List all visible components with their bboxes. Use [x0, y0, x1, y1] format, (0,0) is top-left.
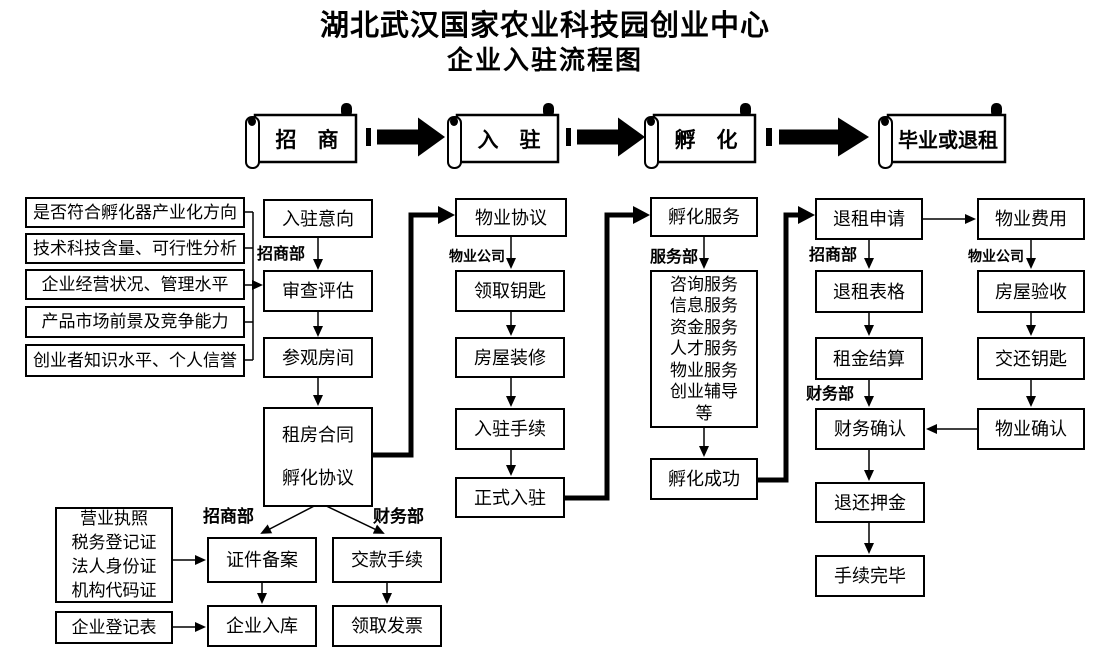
flow-box-contract: 租房合同 孵化协议 [263, 407, 373, 507]
flow-box-entry-intent: 入驻意向 [263, 199, 373, 238]
flow-box-get-keys: 领取钥匙 [455, 270, 565, 312]
phase-arrow-2 [566, 116, 646, 158]
flow-box-return-keys: 交还钥匙 [977, 337, 1085, 380]
flow-box-property-fee: 物业费用 [977, 198, 1085, 240]
phase-arrow-3 [766, 116, 870, 158]
flow-box-procedure-done: 手续完毕 [815, 555, 925, 597]
scroll-shape [447, 103, 560, 169]
flow-box-criteria-operation: 企业经营状况、管理水平 [25, 269, 245, 300]
elbow-checkin-to-incubation [565, 206, 650, 501]
dept-label-zhaoshangbu-main: 招商部 [257, 246, 306, 263]
page-title: 湖北武汉国家农业科技园创业中心 企业入驻流程图 [0, 8, 1090, 78]
phase-banner-biye: 毕业或退租 [877, 100, 1009, 170]
flow-box-lease-exit-form: 退租表格 [815, 270, 923, 313]
flow-box-house-inspection: 房屋验收 [977, 270, 1085, 313]
flow-box-rent-settlement: 租金结算 [815, 337, 923, 380]
flow-box-property-agreement: 物业协议 [455, 198, 567, 237]
flow-box-payment: 交款手续 [332, 537, 442, 583]
phase-banner-ruzhu: 入 驻 [446, 100, 562, 170]
scroll-shape [245, 103, 358, 169]
flow-box-cert-filing: 证件备案 [207, 537, 317, 583]
flow-box-renovation: 房屋装修 [455, 337, 565, 378]
dept-label-fuwubu: 服务部 [650, 249, 699, 266]
dept-label-zhaoshangbu-bottom: 招商部 [203, 507, 254, 526]
flow-box-invoice: 领取发票 [332, 605, 442, 647]
thin-connectors [173, 214, 1036, 632]
phase-arrow-1 [366, 116, 446, 158]
flow-box-property-confirm: 物业确认 [977, 408, 1085, 450]
page-title-line2: 企业入驻流程图 [446, 46, 643, 75]
phase-banner-zhaoshang: 招 商 [244, 100, 360, 170]
dept-label-wuye-gongsi-left: 物业公司 [449, 248, 505, 264]
flow-box-criteria-tech: 技术科技含量、可行性分析 [25, 233, 245, 264]
elbow-contract-to-property [373, 206, 455, 458]
flow-box-lease-exit-apply: 退租申请 [815, 198, 923, 240]
scroll-shape [644, 103, 757, 169]
flow-box-criteria-direction: 是否符合孵化器产业化方向 [25, 197, 245, 228]
dept-label-wuye-gongsi-right: 物业公司 [968, 248, 1024, 264]
dept-label-caiwubu-bottom: 财务部 [373, 507, 424, 526]
flow-box-documents: 营业执照 税务登记证 法人身份证 机构代码证 [55, 507, 173, 603]
page-title-line1: 湖北武汉国家农业科技园创业中心 [319, 10, 770, 42]
flow-box-company-db: 企业入库 [207, 605, 317, 647]
flow-box-deposit-refund: 退还押金 [815, 482, 925, 523]
phase-label: 入 驻 [477, 127, 541, 152]
flow-box-review: 审查评估 [263, 270, 373, 312]
flow-box-finance-confirm: 财务确认 [815, 408, 925, 450]
flow-box-criteria-market: 产品市场前景及竞争能力 [25, 306, 245, 338]
flow-box-reg-form: 企业登记表 [55, 611, 173, 644]
scroll-shape [878, 103, 1007, 169]
criteria-bracket [244, 211, 263, 361]
dept-label-caiwubu-exit: 财务部 [806, 386, 855, 403]
phase-banner-fuhua: 孵 化 [643, 100, 759, 170]
phase-label: 孵 化 [674, 127, 738, 152]
flow-box-incubation-success: 孵化成功 [650, 458, 758, 500]
flow-box-criteria-founder: 创业者知识水平、个人信誉 [25, 344, 245, 377]
phase-label: 招 商 [275, 127, 339, 152]
flow-box-official-checkin: 正式入驻 [455, 477, 565, 518]
thick-connectors [373, 206, 815, 501]
flow-box-service-list: 咨询服务 信息服务 资金服务 人才服务 物业服务 创业辅导 等 [650, 270, 758, 428]
flow-box-checkin-procedure: 入驻手续 [455, 408, 565, 450]
flow-box-visit-room: 参观房间 [263, 337, 373, 378]
elbow-success-to-exit [758, 206, 815, 483]
phase-label: 毕业或退租 [898, 130, 998, 152]
flow-box-incubation-service: 孵化服务 [650, 197, 758, 237]
dept-label-zhaoshangbu-exit: 招商部 [809, 247, 858, 264]
